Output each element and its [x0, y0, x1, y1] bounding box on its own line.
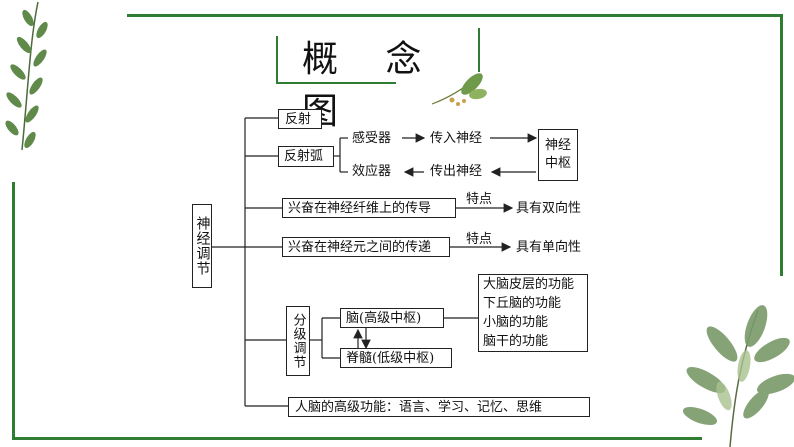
brain-function-item: 小脑的功能: [483, 315, 549, 330]
node-efferent-nerve: 传出神经: [430, 164, 483, 179]
node-nerve-center: 神经 中枢: [538, 129, 578, 181]
label-feature-2: 特点: [466, 232, 493, 247]
leaf-cluster-right-icon: [682, 305, 794, 447]
node-graded-regulation: 分级调节: [286, 306, 310, 376]
node-unidirectional: 具有单向性: [516, 240, 582, 255]
brain-function-item: 脑干的功能: [483, 334, 549, 349]
title-frame-right: [478, 28, 480, 72]
node-afferent-nerve: 传入神经: [430, 131, 483, 146]
label-feature-1: 特点: [466, 192, 493, 207]
leaf-sprig-title-icon: [431, 73, 487, 106]
leaf-branch-left-icon: [5, 1, 48, 151]
root-node-neural-regulation: 神经调节: [192, 204, 212, 288]
title-frame-bottom: [276, 82, 396, 84]
brain-function-item: 下丘脑的功能: [483, 296, 562, 311]
node-bidirectional: 具有双向性: [516, 201, 582, 216]
node-brain-functions: 大脑皮层的功能 下丘脑的功能 小脑的功能 脑干的功能: [478, 274, 588, 352]
node-reflex: 反射: [278, 109, 322, 129]
node-brain-high-center: 脑(高级中枢): [340, 308, 444, 328]
frame-left-line: [12, 182, 15, 440]
frame-right-line: [780, 14, 783, 276]
node-spinal-cord-low-center: 脊髓(低级中枢): [340, 348, 452, 368]
node-fiber-conduction: 兴奋在神经纤维上的传导: [282, 198, 456, 218]
node-effector: 效应器: [352, 164, 392, 179]
node-higher-brain-functions: 人脑的高级功能：语言、学习、记忆、思维: [288, 397, 590, 417]
node-neuron-transfer: 兴奋在神经元之间的传递: [282, 237, 450, 257]
node-reflex-arc: 反射弧: [278, 146, 334, 167]
brain-function-item: 大脑皮层的功能: [483, 277, 575, 292]
frame-top-line: [127, 14, 783, 17]
frame-bottom-line: [12, 437, 702, 440]
node-receptor: 感受器: [352, 131, 392, 146]
title-frame-left: [276, 36, 278, 84]
